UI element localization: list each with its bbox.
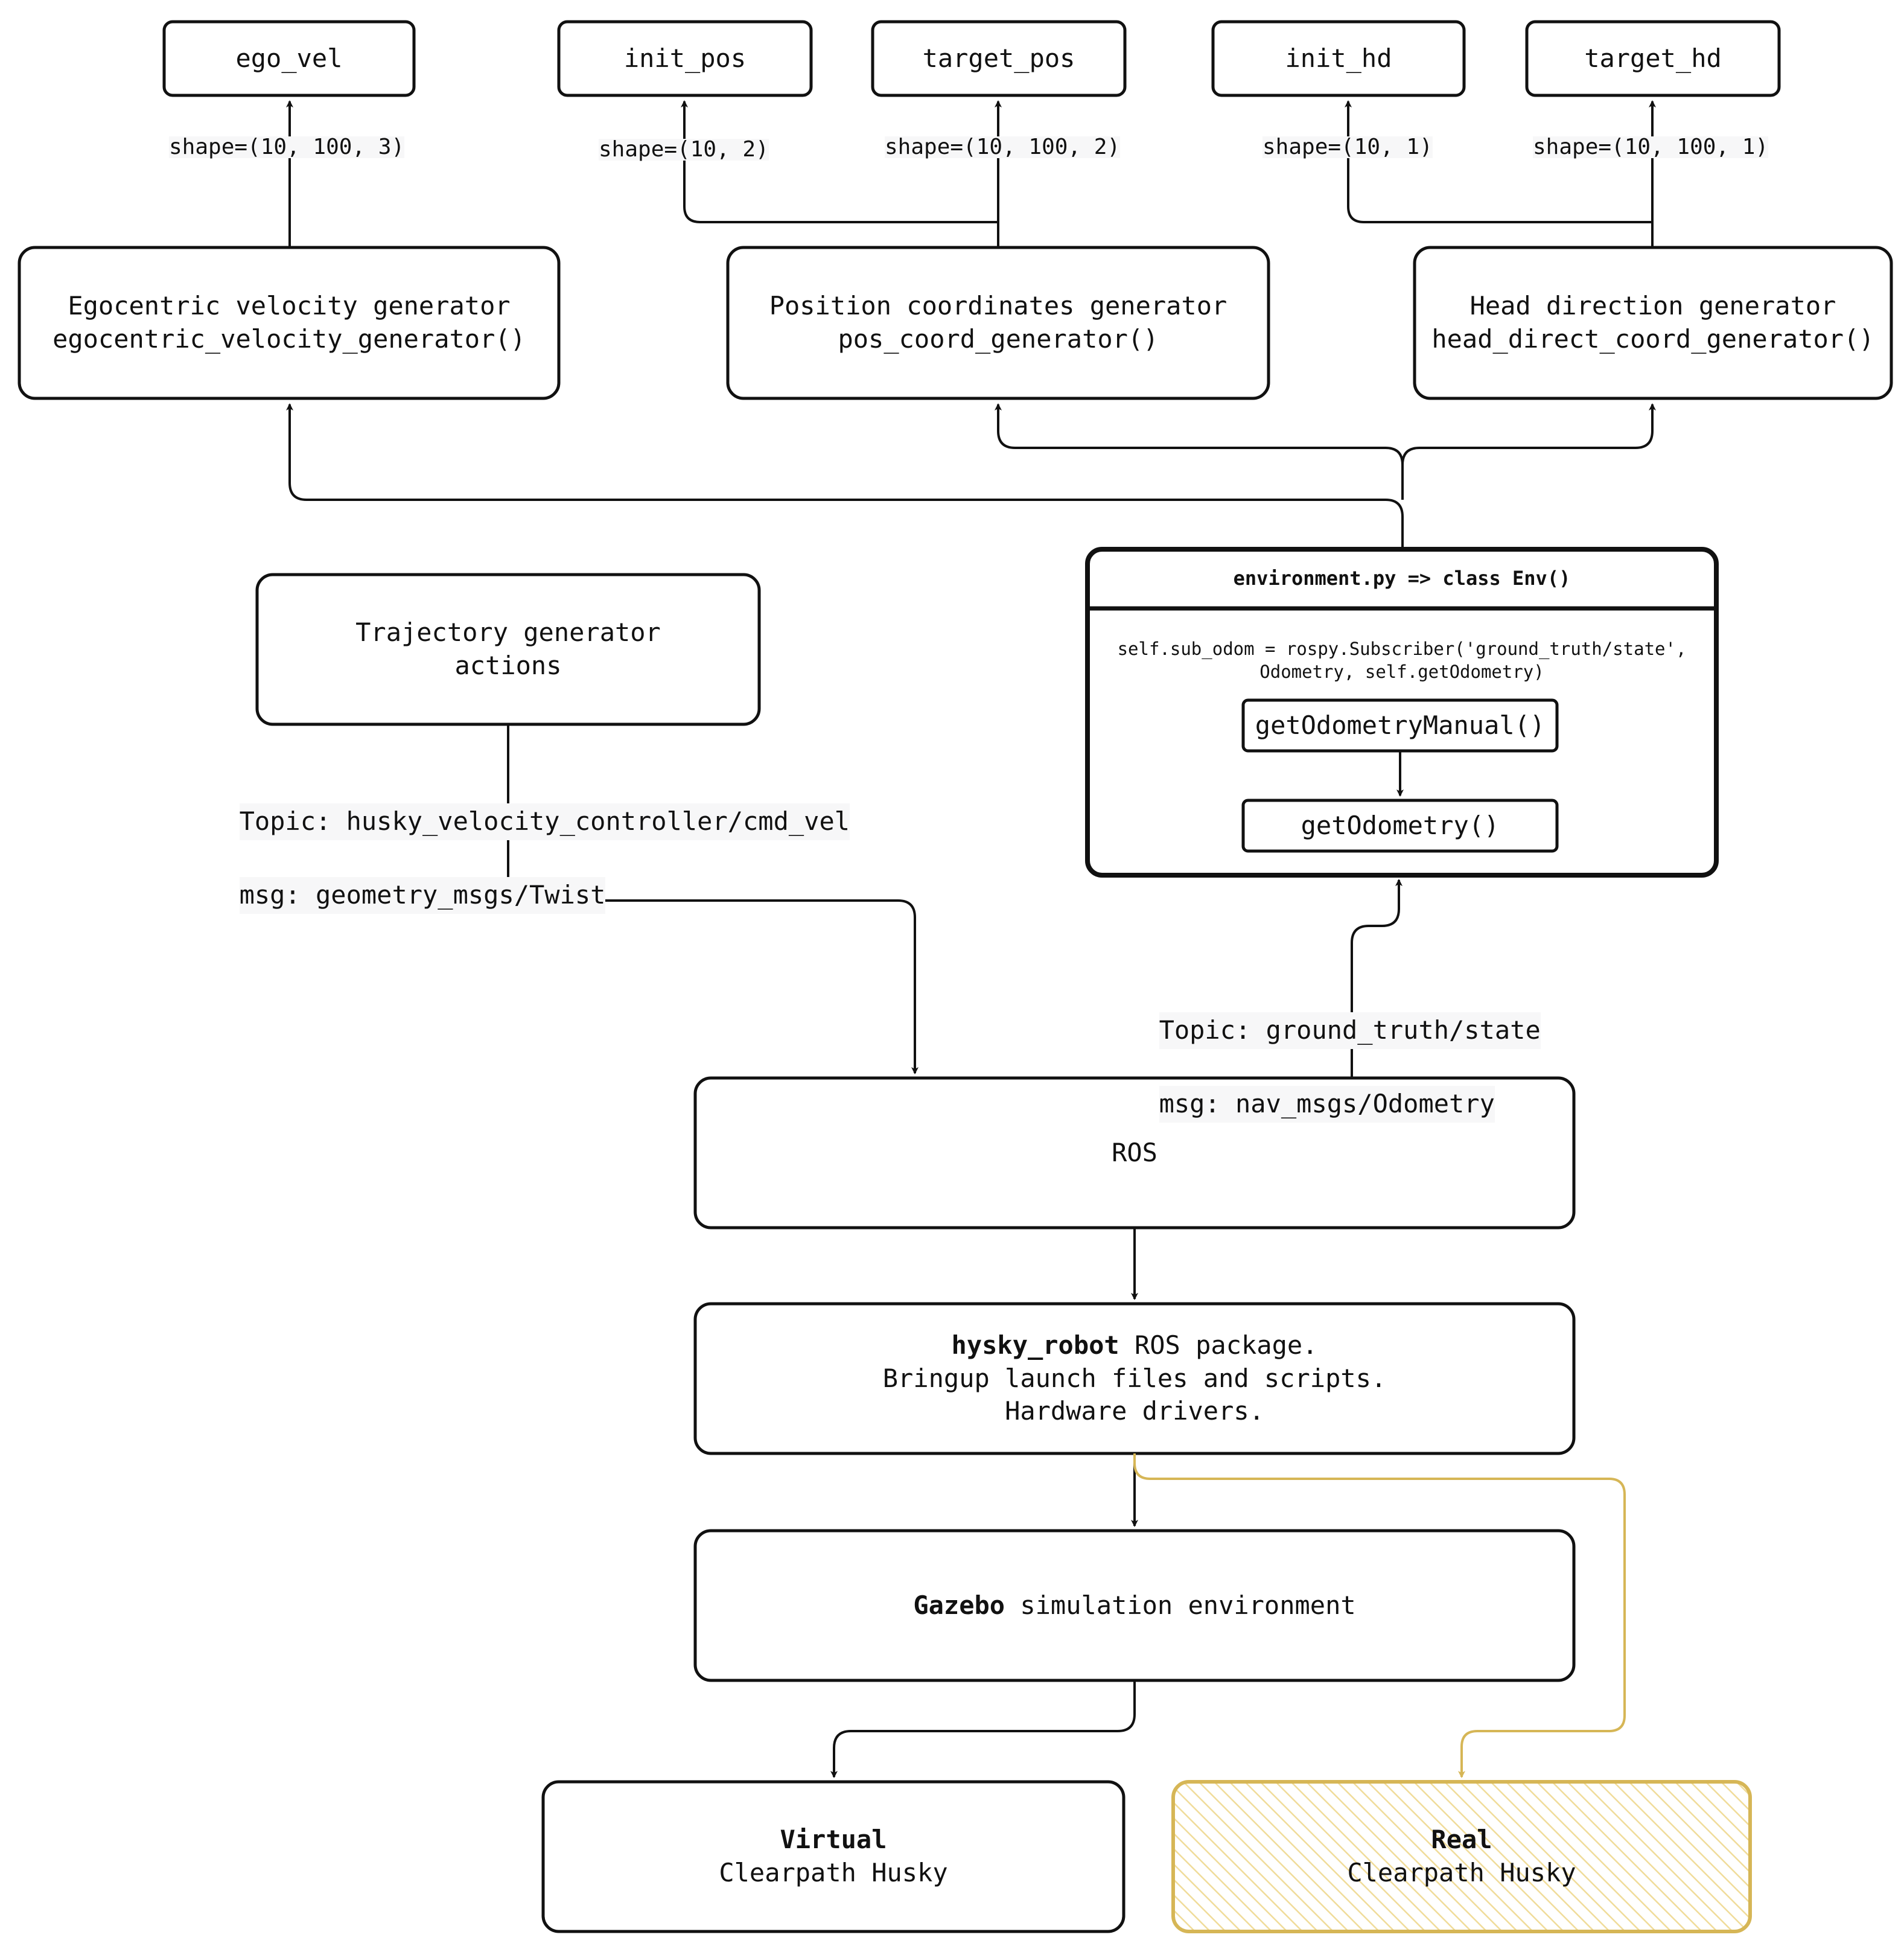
edge-env-to-ego (286, 403, 1404, 549)
husky-package-line2: Bringup launch files and scripts. (882, 1363, 1387, 1393)
get-odometry-label: getOdometry() (1301, 810, 1500, 840)
shape-init-hd: shape=(10, 1) (1262, 135, 1433, 159)
env-code-line2: Odometry, self.getOdometry) (1259, 662, 1544, 682)
virtual-husky-label: Virtual Clearpath Husky (543, 1782, 1124, 1931)
edge-env-to-pos (995, 403, 1404, 500)
env-class-title: environment.py => class Env() (1233, 567, 1571, 590)
real-husky-title: Real (1431, 1825, 1492, 1855)
shape-target-hd: shape=(10, 100, 1) (1533, 135, 1769, 159)
husky-package-desc: ROS package. (1119, 1330, 1318, 1360)
pos-generator-title: Position coordinates generator (769, 291, 1227, 321)
odom-msg-line: msg: nav_msgs/Odometry (1159, 1085, 1495, 1123)
virtual-husky-box (541, 1780, 1126, 1933)
edge-ros-to-env (1351, 879, 1403, 1078)
gazebo-name: Gazebo (913, 1590, 1005, 1620)
edge-package-to-real[interactable] (1133, 1453, 1626, 1778)
init-hd-box (1211, 20, 1466, 97)
shape-init-pos: shape=(10, 2) (599, 137, 769, 162)
gazebo-label: Gazebo simulation environment (695, 1531, 1574, 1680)
hd-generator-label: Head direction generator head_direct_coo… (1415, 247, 1891, 398)
ego-vel-label: ego_vel (164, 22, 414, 95)
husky-package-line3: Hardware drivers. (1005, 1396, 1264, 1426)
init-hd-label: init_hd (1213, 22, 1464, 95)
target-hd-box (1525, 20, 1781, 97)
odom-topic-line: Topic: ground_truth/state (1159, 1012, 1541, 1049)
hd-generator-title: Head direction generator (1469, 291, 1836, 321)
ego-vel-box (162, 20, 416, 97)
husky-package-line1: hysky_robot ROS package. (952, 1329, 1318, 1362)
get-odometry-manual-label: getOdometryManual() (1255, 710, 1546, 740)
ego-generator-label: Egocentric velocity generator egocentric… (19, 247, 559, 398)
target-hd-label: target_hd (1527, 22, 1779, 95)
target-pos-box (871, 20, 1127, 97)
gazebo-line: Gazebo simulation environment (913, 1589, 1355, 1622)
hd-generator-func: head_direct_coord_generator() (1431, 324, 1874, 354)
trajectory-label: Trajectory generator actions (257, 575, 759, 724)
real-husky-box (1171, 1780, 1752, 1933)
odom-topic: Topic: ground_truth/state msg: nav_msgs/… (1129, 975, 1541, 1123)
init-pos-box (557, 20, 813, 97)
target-hd-text: target_hd (1584, 43, 1722, 73)
real-husky-label: Real Clearpath Husky (1173, 1782, 1750, 1931)
ego-generator-title: Egocentric velocity generator (68, 291, 511, 321)
edge-init-hd (1345, 100, 1654, 247)
init-hd-text: init_hd (1285, 43, 1392, 73)
init-pos-label: init_pos (559, 22, 811, 95)
pos-generator-label: Position coordinates generator pos_coord… (728, 247, 1269, 398)
gazebo-desc: simulation environment (1005, 1590, 1356, 1620)
env-code-line1: self.sub_odom = rospy.Subscriber('ground… (1117, 639, 1687, 660)
edge-env-to-hd (1401, 403, 1656, 500)
trajectory-subtitle: actions (454, 651, 562, 680)
target-pos-text: target_pos (922, 43, 1075, 73)
cmd-vel-msg-line: msg: geometry_msgs/Twist (239, 876, 606, 914)
pos-generator-func: pos_coord_generator() (838, 324, 1159, 354)
ros-label: ROS (1112, 1137, 1157, 1167)
shape-target-pos: shape=(10, 100, 2) (885, 135, 1121, 159)
cmd-vel-topic-line: Topic: husky_velocity_controller/cmd_vel (239, 803, 850, 840)
init-pos-text: init_pos (623, 43, 747, 73)
real-husky-subtitle: Clearpath Husky (1347, 1858, 1576, 1887)
virtual-husky-subtitle: Clearpath Husky (719, 1858, 948, 1887)
trajectory-title: Trajectory generator (355, 617, 661, 648)
shape-ego-vel: shape=(10, 100, 3) (169, 135, 405, 159)
edge-gazebo-to-virtual (830, 1680, 1136, 1778)
env-subscriber-code: self.sub_odom = rospy.Subscriber('ground… (1087, 634, 1716, 688)
edge-init-pos (681, 100, 999, 247)
get-odometry-box[interactable] (1241, 799, 1559, 853)
ego-vel-text: ego_vel (235, 43, 343, 73)
virtual-husky-title: Virtual (780, 1825, 887, 1855)
target-pos-label: target_pos (873, 22, 1125, 95)
ego-generator-func: egocentric_velocity_generator() (53, 324, 526, 354)
cmd-vel-topic: Topic: husky_velocity_controller/cmd_vel… (209, 767, 850, 914)
husky-package-label: hysky_robot ROS package. Bringup launch … (695, 1304, 1574, 1453)
husky-package-name: hysky_robot (951, 1330, 1119, 1360)
